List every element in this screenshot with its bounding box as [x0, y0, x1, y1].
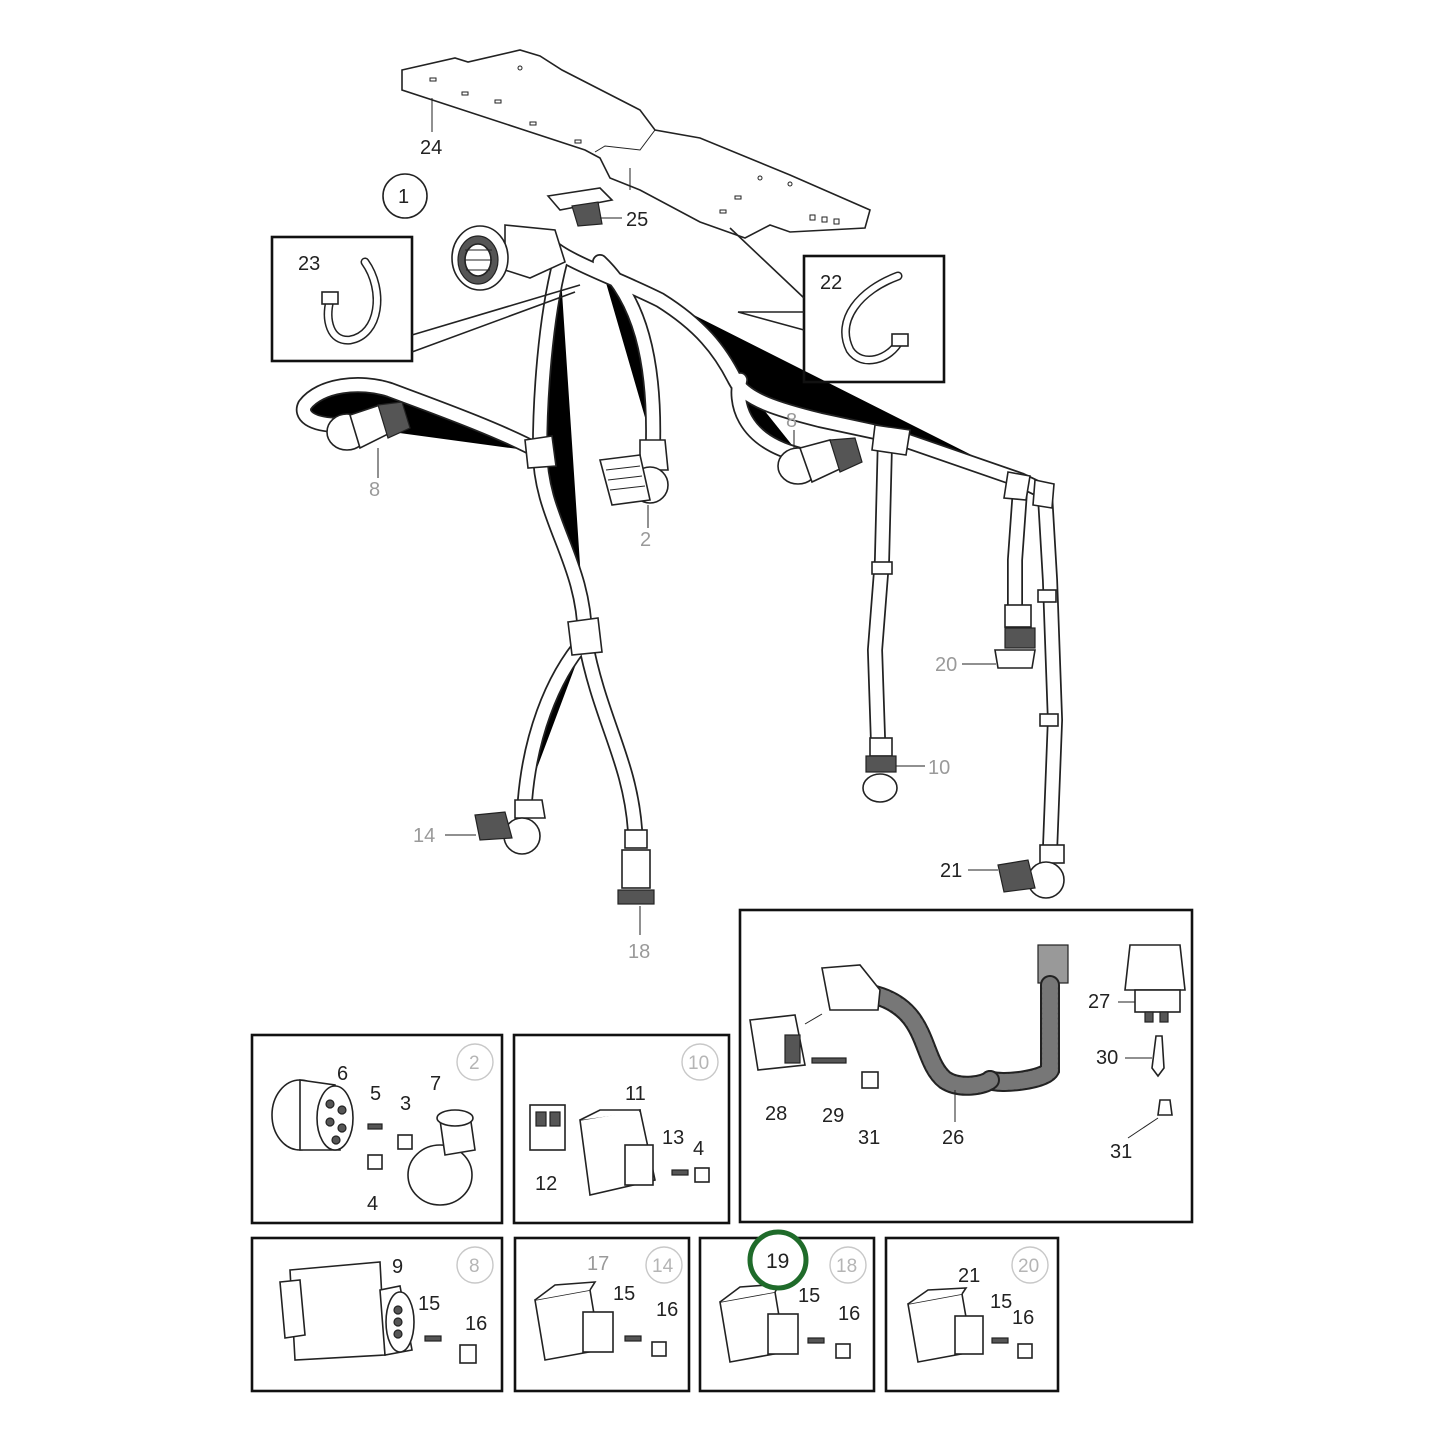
- inset-14-marker-label: 14: [652, 1256, 674, 1277]
- inset-10-label-4: 4: [693, 1138, 704, 1160]
- highlight-part-19[interactable]: 19: [747, 1229, 809, 1291]
- bracket-24: [401, 49, 871, 239]
- inset-14-parts: [534, 1281, 667, 1361]
- connector-18: [617, 829, 655, 905]
- inset-10-marker: [681, 1043, 719, 1081]
- inset-14-label-15: 15: [613, 1283, 635, 1305]
- inset-8-label-16: 16: [465, 1313, 487, 1335]
- inset-2-marker: [456, 1043, 494, 1081]
- inset-18-label-16: 16: [838, 1303, 860, 1325]
- inset-kit-label-26: 26: [942, 1127, 964, 1149]
- inset-14-marker: [645, 1246, 683, 1284]
- inset-2-parts: [271, 1079, 476, 1206]
- connector-8-right: [777, 437, 863, 485]
- callout-8-right: 8: [786, 410, 797, 432]
- inset-18-parts: [719, 1283, 851, 1363]
- inset-10-label-11: 11: [625, 1083, 646, 1105]
- inset-2-marker-label: 2: [469, 1053, 480, 1074]
- inset-18-marker: [829, 1246, 867, 1284]
- callout-20: 20: [935, 654, 957, 676]
- inset-20-label-21: 21: [958, 1265, 980, 1287]
- callout-8-left: 8: [369, 479, 380, 501]
- callout-14: 14: [413, 825, 435, 847]
- inset-14-frame: [513, 1236, 691, 1393]
- inset-20-marker-label: 20: [1018, 1256, 1039, 1277]
- inset-22-frame: [802, 254, 946, 384]
- inset-20-marker: [1011, 1246, 1049, 1284]
- inset-8-label-15: 15: [418, 1293, 440, 1315]
- connector-8-left: [326, 401, 411, 451]
- inset-20-label-15: 15: [990, 1291, 1012, 1313]
- cable-tie-22: [841, 271, 909, 365]
- inset-kit-frame: [738, 908, 1194, 1224]
- inset-2-label-7: 7: [430, 1073, 441, 1095]
- callout-24: 24: [420, 137, 442, 159]
- inset-10-frame: [512, 1033, 731, 1225]
- callout-2: 2: [640, 529, 651, 551]
- inset-2-label-3: 3: [400, 1093, 411, 1115]
- connector-21: [997, 844, 1065, 899]
- inset-kit-label-29: 29: [822, 1105, 844, 1127]
- connector-10: [862, 737, 898, 803]
- inset-18-marker-label: 18: [836, 1256, 857, 1277]
- inset-20-label-16: 16: [1012, 1307, 1034, 1329]
- callout-1: 1: [382, 173, 428, 219]
- inset-kit-label-28: 28: [765, 1103, 787, 1125]
- cable-tie-23: [321, 257, 382, 345]
- inset-8-parts: [279, 1261, 477, 1364]
- connector-14: [474, 799, 546, 855]
- inset-20-frame: [884, 1236, 1060, 1393]
- inset-10-label-13: 13: [662, 1127, 684, 1149]
- inset-14-label-16: 16: [656, 1299, 678, 1321]
- svg-text:19: 19: [766, 1250, 789, 1273]
- inset-8-marker: [456, 1246, 494, 1284]
- svg-text:1: 1: [398, 186, 409, 208]
- callout-25: 25: [626, 209, 648, 231]
- inset-8-frame: [250, 1236, 504, 1393]
- connector-2: [598, 439, 669, 506]
- clip-25: [546, 187, 622, 227]
- callout-23: 23: [298, 253, 320, 275]
- inset-10-parts: [529, 1104, 710, 1196]
- inset-23-frame: [270, 235, 414, 363]
- inset-kit-label-31b: 31: [1110, 1141, 1132, 1163]
- inset-10-marker-label: 10: [688, 1053, 709, 1074]
- inset-8-marker-label: 8: [469, 1256, 480, 1277]
- inset-14-label-17: 17: [587, 1253, 609, 1275]
- callout-21: 21: [940, 860, 962, 882]
- inset-2-frame: [250, 1033, 504, 1225]
- callout-22: 22: [820, 272, 842, 294]
- inset-10-label-12: 12: [535, 1173, 557, 1195]
- inset-kit-parts: [749, 944, 1186, 1116]
- callout-18: 18: [628, 941, 650, 963]
- inset-kit-label-30: 30: [1096, 1047, 1118, 1069]
- inset-kit-label-31: 31: [858, 1127, 880, 1149]
- inset-kit-label-27: 27: [1088, 991, 1110, 1013]
- callout-10: 10: [928, 757, 950, 779]
- inset-8-label-9: 9: [392, 1256, 403, 1278]
- main-connector: [451, 224, 566, 291]
- inset-18-label-15: 15: [798, 1285, 820, 1307]
- inset-2-label-5: 5: [370, 1083, 381, 1105]
- connector-20: [994, 604, 1036, 669]
- inset-2-label-6: 6: [337, 1063, 348, 1085]
- inset-2-label-4: 4: [367, 1193, 378, 1215]
- inset-20-parts: [907, 1287, 1033, 1363]
